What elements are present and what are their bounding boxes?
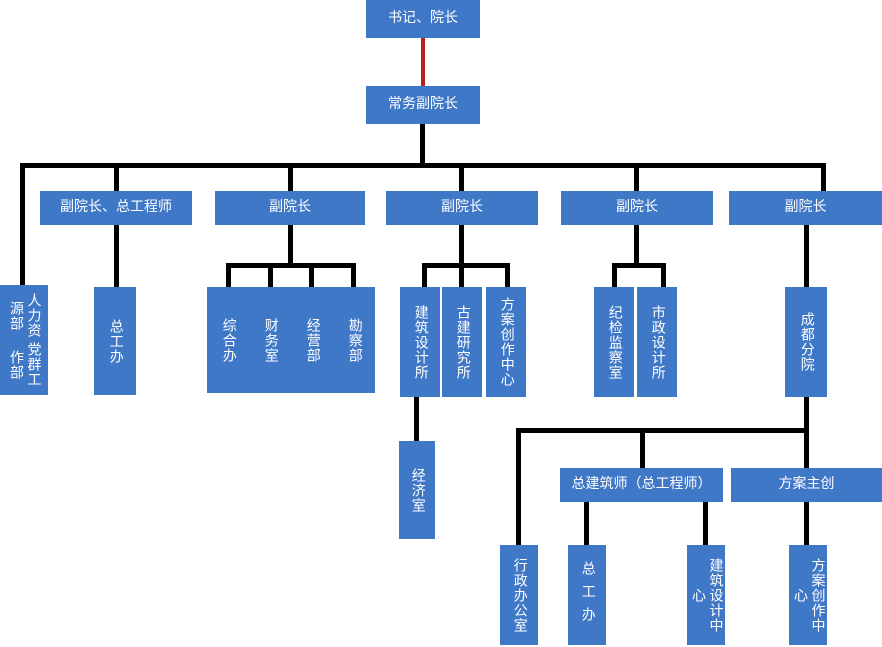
node-branch-chief-engineer-office[interactable]: 总工办 [568, 545, 606, 645]
connector-vp5-to-chengdu-branch [804, 225, 809, 287]
node-vice-dean-3[interactable]: 副院长 [386, 191, 538, 225]
connector-vp2-stem [288, 225, 293, 265]
node-general-office[interactable]: 综合办 [207, 287, 249, 393]
connector-chengdu-bus [516, 428, 809, 433]
connector-vp2-drop-2 [268, 263, 273, 287]
connector-bus-drop-vp5 [821, 163, 826, 191]
connector-vp3-drop-3 [505, 263, 510, 287]
connector-vp4-drop-2 [661, 263, 666, 287]
connector-arch-institute-to-economy-office [414, 397, 419, 441]
connector-bus-drop-vp2 [288, 163, 293, 191]
connector-bus-drop-vp4 [634, 163, 639, 191]
node-branch-admin-office[interactable]: 行政办公室 [500, 545, 538, 645]
node-hr-and-party-affairs[interactable]: 人力资源部党群工作部 [0, 285, 48, 395]
connector-scheme-lead-to-scheme-center [804, 502, 809, 546]
connector-vp3-drop-2 [459, 263, 464, 287]
connector-vp4-bus [612, 263, 666, 268]
node-vice-dean-4[interactable]: 副院长 [561, 191, 713, 225]
node-ancient-arch-institute[interactable]: 古建研究所 [442, 287, 482, 397]
node-survey-dept[interactable]: 勘察部 [333, 287, 375, 393]
node-branch-scheme-creation-center[interactable]: 方案创作中心 [789, 545, 827, 645]
node-scheme-lead[interactable]: 方案主创 [731, 468, 882, 502]
node-chief-engineer-office[interactable]: 总工办 [94, 287, 136, 395]
connector-chief-architect-to-arch-design-center [703, 502, 708, 546]
node-chengdu-branch[interactable]: 成都分院 [785, 287, 827, 397]
node-executive-vice-dean[interactable]: 常务副院长 [366, 86, 480, 124]
connector-chengdu-drop-chief-architect [640, 428, 645, 468]
node-vice-dean-5[interactable]: 副院长 [729, 191, 882, 225]
connector-bus-drop-vp1 [114, 163, 119, 191]
connector-vp2-drop-1 [226, 263, 231, 287]
connector-vp2-drop-4 [351, 263, 356, 287]
node-secretary-dean[interactable]: 书记、院长 [366, 0, 480, 38]
connector-bus-drop-vp3 [459, 163, 464, 191]
node-operations-dept[interactable]: 经营部 [291, 287, 333, 393]
connector-vp2-drop-3 [309, 263, 314, 287]
node-discipline-inspection-office[interactable]: 纪检监察室 [594, 287, 634, 397]
connector-vp2-bus [226, 263, 356, 268]
connector-vp1-to-chief-engineer-office [114, 225, 119, 287]
connector-root-to-executive [421, 38, 425, 86]
node-vice-dean-2[interactable]: 副院长 [215, 191, 365, 225]
connector-main-bus [20, 163, 826, 168]
node-party-affairs-label: 党群工作部 [8, 342, 42, 387]
node-scheme-creation-center[interactable]: 方案创作中心 [486, 287, 526, 397]
connector-vp3-bus [422, 263, 510, 268]
node-branch-arch-design-center[interactable]: 建筑设计中心 [687, 545, 725, 645]
node-economy-office[interactable]: 经济室 [399, 441, 435, 539]
node-vice-dean-chief-engineer[interactable]: 副院长、总工程师 [40, 191, 192, 225]
connector-vp3-drop-1 [422, 263, 427, 287]
connector-chief-architect-to-chief-engineer-office [584, 502, 589, 546]
node-arch-design-institute[interactable]: 建筑设计所 [400, 287, 440, 397]
connector-executive-stem [420, 124, 425, 165]
connector-vp4-stem [634, 225, 639, 265]
connector-chengdu-drop-scheme-lead [804, 428, 809, 468]
connector-chengdu-drop-admin [516, 428, 521, 545]
node-hr-label: 人力资源部 [8, 293, 42, 338]
node-finance-office[interactable]: 财务室 [249, 287, 291, 393]
node-municipal-design-institute[interactable]: 市政设计所 [637, 287, 677, 397]
connector-vp3-stem [459, 225, 464, 265]
connector-vp4-drop-1 [612, 263, 617, 287]
node-chief-architect[interactable]: 总建筑师（总工程师） [560, 468, 723, 502]
connector-bus-drop-hr [20, 163, 25, 287]
connector-chengdu-stem [804, 397, 809, 433]
